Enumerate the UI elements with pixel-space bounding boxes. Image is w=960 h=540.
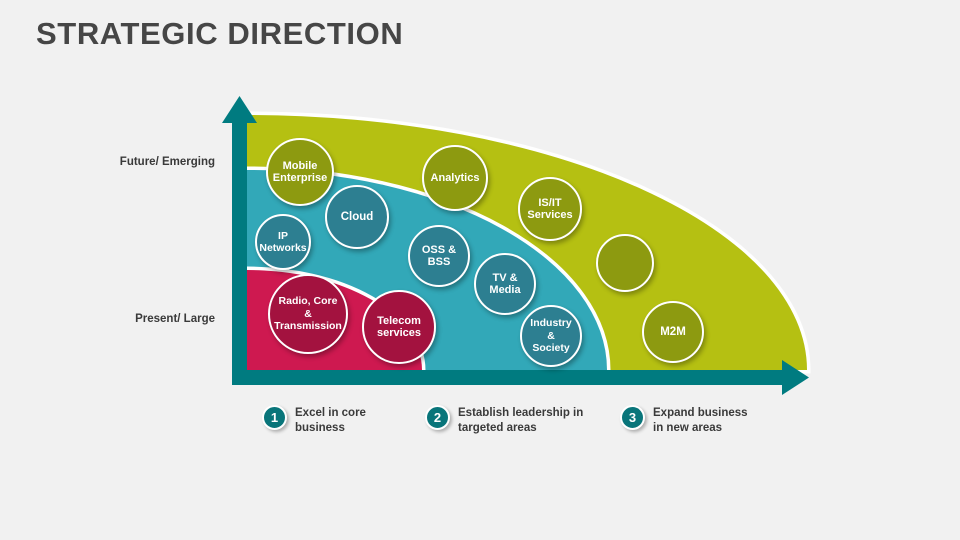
bubble-label: TV & Media [489, 271, 521, 297]
bubble-industry-society[interactable]: Industry & Society [520, 305, 582, 367]
bubble-analytics[interactable]: Analytics [422, 145, 488, 211]
bubble-ip-networks[interactable]: IP Networks [255, 214, 311, 270]
page-title: STRATEGIC DIRECTION [36, 16, 404, 51]
legend-item-2[interactable]: 2 Establish leadership in targeted areas [425, 405, 583, 436]
x-axis-arrow-icon [782, 360, 809, 395]
y-axis-line [232, 108, 247, 385]
bubble-label: M2M [660, 325, 686, 338]
bubble-label: Cloud [340, 210, 374, 223]
bubble-label: IP Networks [259, 229, 307, 255]
bubble-radio-core-transmission[interactable]: Radio, Core & Transmission [268, 274, 348, 354]
bubble-label: Radio, Core & Transmission [274, 295, 342, 333]
legend-label: Establish leadership in targeted areas [458, 407, 584, 434]
bubble-label: Analytics [430, 171, 480, 184]
bubble-oss-bss[interactable]: OSS & BSS [408, 225, 470, 287]
bubble-label: Telecom services [376, 314, 422, 340]
legend-number-badge: 2 [425, 405, 450, 430]
bubble-tv-media[interactable]: TV & Media [474, 253, 536, 315]
legend-item-1[interactable]: 1 Excel in core business [262, 405, 366, 436]
axis-label-present-large: Present/ Large [135, 313, 215, 325]
bubble-cloud[interactable]: Cloud [325, 185, 389, 249]
bubble-label: OSS & BSS [421, 243, 457, 269]
bubble-telecom-services[interactable]: Telecom services [362, 290, 436, 364]
y-axis-arrow-icon [222, 96, 257, 123]
x-axis-line [232, 370, 786, 385]
bubble-label: Industry & Society [530, 317, 572, 355]
bubble-mobile-enterprise[interactable]: Mobile Enterprise [266, 138, 334, 206]
bubble-label: Mobile Enterprise [272, 159, 328, 185]
legend-number-badge: 3 [620, 405, 645, 430]
bubble-unlabeled[interactable] [596, 234, 654, 292]
legend-number-badge: 1 [262, 405, 287, 430]
axis-label-future-emerging: Future/ Emerging [119, 156, 215, 168]
bubble-label: IS/IT Services [527, 196, 573, 222]
legend-item-3[interactable]: 3 Expand business in new areas [620, 405, 748, 436]
bubble-m2m[interactable]: M2M [642, 301, 704, 363]
legend-label: Excel in core business [295, 407, 366, 434]
bubble-is-it-services[interactable]: IS/IT Services [518, 177, 582, 241]
axes-layer [222, 96, 809, 395]
legend-label: Expand business in new areas [653, 407, 748, 434]
